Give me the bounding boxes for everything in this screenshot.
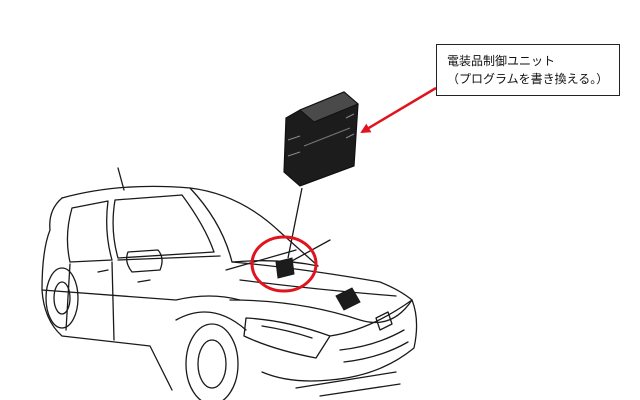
car-front-hub xyxy=(197,339,227,389)
hood-module xyxy=(335,287,361,311)
car-wheel-arch xyxy=(175,311,247,331)
car-door-handle-2 xyxy=(137,279,151,283)
leader-line xyxy=(287,187,303,259)
car-side-window-rear xyxy=(66,200,113,263)
control-unit-icon xyxy=(283,91,359,187)
car-rear-hub xyxy=(53,281,71,315)
car-hood xyxy=(229,261,413,324)
car-wiper-left xyxy=(225,249,297,271)
car-side-window-front xyxy=(112,194,215,259)
car-grille xyxy=(339,329,409,363)
car-body xyxy=(41,197,241,391)
car-roof xyxy=(61,185,281,233)
car-door-handle xyxy=(97,269,109,273)
installed-unit xyxy=(275,257,295,279)
car-headlight xyxy=(243,317,331,359)
car-front-bumper xyxy=(261,299,418,382)
car-hood-crease xyxy=(239,279,397,297)
car-lower-grille xyxy=(295,371,401,397)
callout-note: （プログラムを書き換える。） xyxy=(447,72,609,86)
car-wiper-right xyxy=(289,239,331,263)
car-rear-wheel xyxy=(45,267,79,329)
callout-label-box: 電装品制御ユニット （プログラムを書き換える。） xyxy=(436,44,620,96)
car-door-lines xyxy=(65,255,221,341)
car-antenna xyxy=(117,167,125,191)
highlight-circle xyxy=(250,235,318,293)
callout-arrow xyxy=(360,86,437,134)
car-logo xyxy=(375,311,393,331)
car-illustration xyxy=(41,167,418,400)
car-front-wheel xyxy=(185,323,239,400)
callout-title: 電装品制御ユニット xyxy=(447,54,556,68)
car-mirror xyxy=(126,249,163,273)
car-headlight-inner xyxy=(261,325,313,339)
